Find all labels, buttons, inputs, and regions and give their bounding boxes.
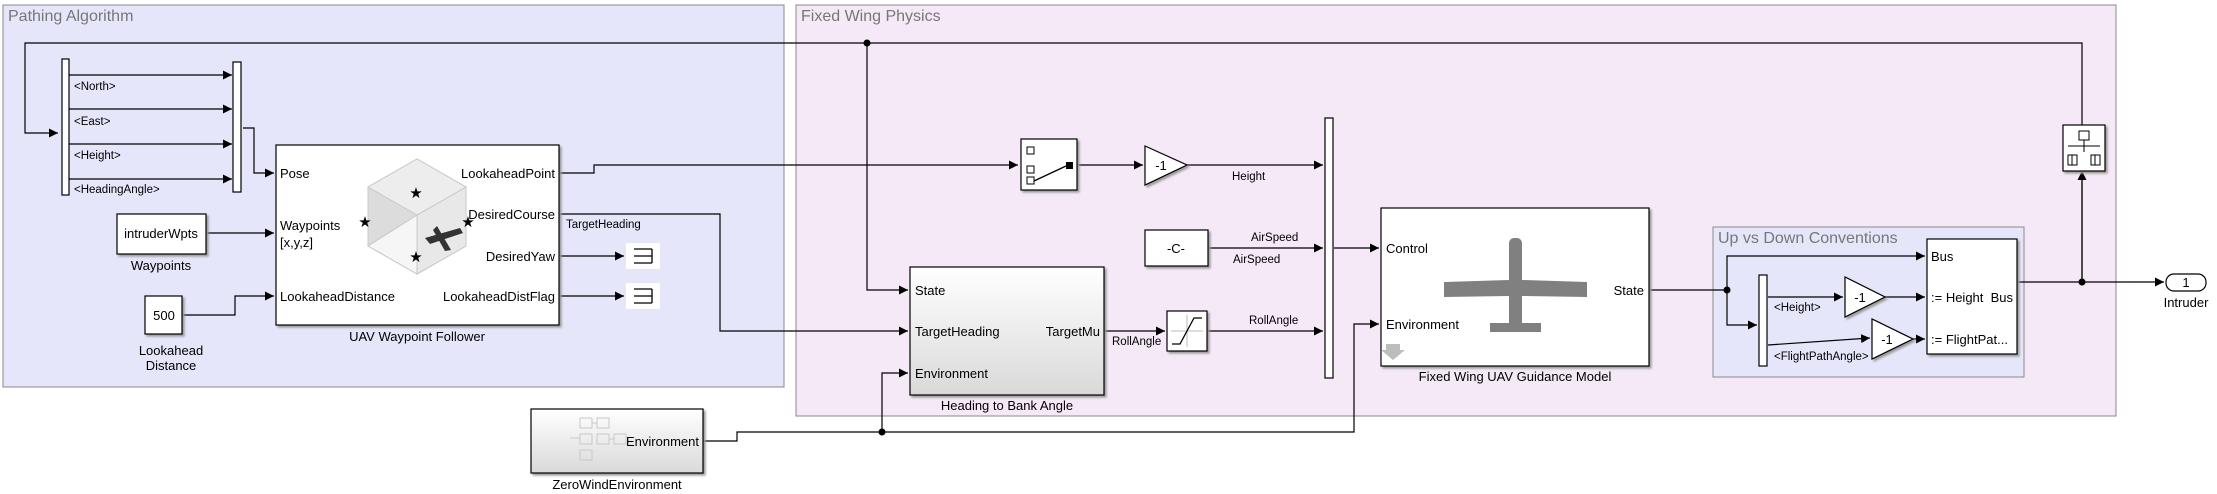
outport-intruder[interactable]: 1 Intruder — [2164, 273, 2209, 310]
wire-lookahead — [182, 291, 274, 316]
gain-negate-height[interactable]: -1 — [1144, 145, 1189, 186]
outport-caption: Intruder — [2164, 295, 2209, 310]
sig-height-label: Height — [1232, 171, 1266, 183]
guidance-port-state: State — [1614, 283, 1644, 298]
bus-in-3: := FlightPat... — [1931, 332, 2008, 347]
airspeed-constant-block[interactable]: -C- — [1144, 229, 1209, 267]
gain-height-value: -1 — [1155, 158, 1167, 173]
wire-env-h2b — [881, 368, 908, 432]
sig-east: <East> — [74, 116, 111, 128]
demux-bar[interactable] — [61, 58, 70, 196]
sig-airspeed-1: AirSpeed — [1251, 232, 1298, 244]
terminator-yaw[interactable] — [626, 243, 660, 269]
gain-negate-height-updown[interactable]: -1 — [1844, 276, 1887, 318]
svg-text:★: ★ — [409, 249, 422, 266]
wire-target-heading — [559, 213, 908, 336]
waypoints-constant-block[interactable]: intruderWpts Waypoints — [116, 213, 207, 273]
guidance-caption: Fixed Wing UAV Guidance Model — [1419, 369, 1612, 384]
port-pose: Pose — [280, 166, 310, 181]
wire-pose — [243, 127, 274, 178]
switch-block[interactable] — [1020, 138, 1078, 191]
svg-text:★: ★ — [409, 185, 422, 202]
branch-dot — [878, 428, 886, 436]
guidance-port-control: Control — [1386, 241, 1428, 256]
port-lookahead-distance: LookaheadDistance — [280, 289, 395, 304]
area-title-physics: Fixed Wing Physics — [801, 8, 941, 25]
h2b-port-environment: Environment — [915, 366, 988, 381]
waypoints-value: intruderWpts — [124, 226, 198, 241]
download-arrow-icon — [1381, 344, 1405, 360]
wire-state-to-h2b — [866, 43, 908, 295]
gain-updown-1-value: -1 — [1854, 290, 1866, 305]
sig-airspeed-2: AirSpeed — [1233, 254, 1280, 266]
aircraft-icon — [1444, 238, 1587, 332]
lookahead-caption-1: Lookahead — [139, 343, 203, 358]
h2b-port-target-mu: TargetMu — [1046, 324, 1100, 339]
port-waypoints-2: [x,y,z] — [280, 235, 313, 250]
lookahead-caption-2: Distance — [146, 358, 197, 373]
updown-sig-height: <Height> — [1774, 302, 1821, 314]
waypoint-follower-icon: ★ ★ ★ ★ — [358, 158, 475, 275]
guidance-port-environment: Environment — [1386, 317, 1459, 332]
gain-updown-2-value: -1 — [1881, 332, 1893, 347]
h2b-caption: Heading to Bank Angle — [941, 398, 1073, 413]
area-title-pathing: Pathing Algorithm — [8, 8, 133, 25]
environment-icon — [570, 417, 627, 461]
port-desired-yaw: DesiredYaw — [486, 249, 556, 264]
h2b-port-state: State — [915, 283, 945, 298]
bus-in-2: := Height — [1931, 290, 1984, 305]
signal-lines — [24, 39, 2164, 442]
port-lookahead-point: LookaheadPoint — [461, 166, 555, 181]
port-waypoints-1: Waypoints — [280, 218, 341, 233]
port-lookahead-dist-flag: LookaheadDistFlag — [443, 289, 555, 304]
svg-text:★: ★ — [461, 214, 474, 231]
wire-env-guidance — [703, 319, 1379, 442]
updown-sig-fpa: <FlightPathAngle> — [1774, 351, 1869, 363]
h2b-port-target-heading: TargetHeading — [915, 324, 1000, 339]
wire-to-selector — [1726, 290, 1757, 330]
control-mux-bar[interactable] — [1324, 117, 1334, 379]
lookahead-constant-block[interactable]: 500 Lookahead Distance — [139, 295, 203, 373]
terminator-flag[interactable] — [626, 283, 660, 309]
sig-roll-angle-in: RollAngle — [1112, 336, 1161, 348]
wire-lookahead-point — [559, 160, 1018, 174]
wire-sel-fpa — [1767, 334, 1871, 346]
sig-target-heading: TargetHeading — [566, 219, 641, 231]
gain-negate-fpa-updown[interactable]: -1 — [1871, 318, 1915, 360]
lookahead-value: 500 — [153, 308, 175, 323]
wire-bus-in — [1726, 251, 1925, 290]
waypoint-follower-caption: UAV Waypoint Follower — [349, 329, 485, 344]
bus-selector-bar[interactable] — [1758, 274, 1768, 367]
branch-dot — [863, 39, 871, 47]
bus-in-1: Bus — [1931, 249, 1954, 264]
constant-c-value: -C- — [1167, 241, 1185, 256]
sig-heading-angle: <HeadingAngle> — [74, 184, 160, 196]
svg-text:★: ★ — [358, 214, 371, 231]
env-caption: ZeroWindEnvironment — [552, 477, 682, 492]
sig-north: <North> — [74, 81, 116, 93]
sig-roll-angle-out: RollAngle — [1249, 315, 1298, 327]
heading-to-bank-angle-block[interactable]: State TargetHeading Environment TargetMu… — [909, 266, 1105, 413]
bus-out: Bus — [1991, 290, 2014, 305]
bus-display-block[interactable] — [2062, 124, 2106, 172]
port-desired-course: DesiredCourse — [468, 207, 555, 222]
fixed-wing-guidance-model-block[interactable]: Control Environment State Fixed Wing UAV… — [1380, 207, 1650, 384]
uav-waypoint-follower-block[interactable]: ★ ★ ★ ★ Pose Waypoints [x,y,z] Lookahead… — [275, 144, 560, 344]
wire-state-feedback — [24, 42, 2083, 282]
env-port-label: Environment — [626, 434, 699, 449]
waypoints-caption: Waypoints — [131, 258, 192, 273]
mux-bar[interactable] — [232, 61, 242, 193]
bus-assignment-block[interactable]: Bus := Height := FlightPat... Bus — [1926, 238, 2018, 355]
area-title-updown: Up vs Down Conventions — [1718, 230, 1898, 247]
zero-wind-environment-block[interactable]: Environment ZeroWindEnvironment — [530, 408, 704, 492]
saturation-block[interactable] — [1166, 310, 1208, 352]
outport-number: 1 — [2182, 275, 2189, 290]
sig-height: <Height> — [74, 150, 121, 162]
